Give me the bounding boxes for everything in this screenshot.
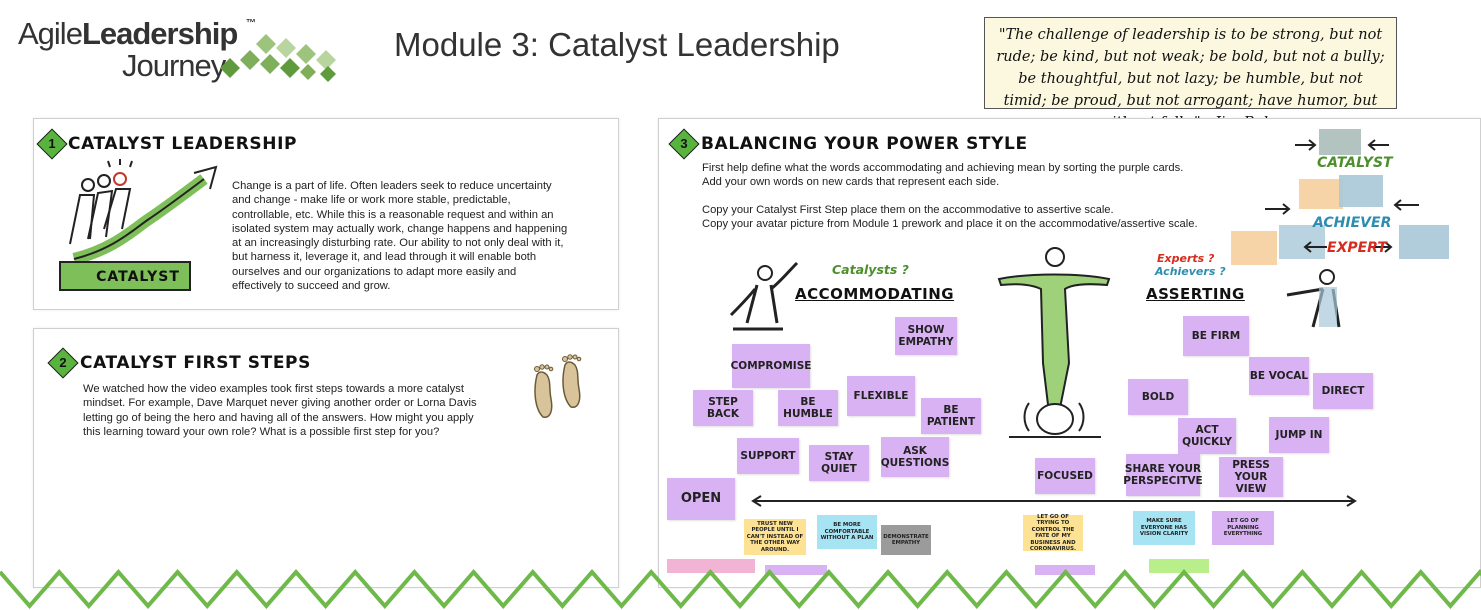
logo-agile: Agile [18,16,83,51]
note-vision-clarity[interactable]: MAKE SURE EVERYONE HAS VISION CLARITY [1133,511,1195,545]
card-act-quickly[interactable]: ACT QUICKLY [1178,418,1236,454]
experts-question-label: Experts ? [1157,252,1215,265]
logo-journey: Journey [122,48,226,83]
card-be-humble[interactable]: BE HUMBLE [778,390,838,426]
catalysts-question-label: Catalysts ? [832,262,909,277]
section-heading-catalyst-first-steps: CATALYST FIRST STEPS [80,353,311,373]
card-show-empathy[interactable]: SHOW EMPATHY [895,317,957,355]
accommodating-assertive-scale [751,495,1357,507]
jim-rohn-quote: "The challenge of leadership is to be st… [996,27,1385,131]
section-number-badge-1: 1 [36,128,68,160]
card-bold[interactable]: BOLD [1128,379,1188,415]
card-ask-questions[interactable]: ASK QUESTIONS [881,437,949,477]
card-press-your-view[interactable]: PRESS YOUR VIEW [1219,457,1283,497]
catalyst-leadership-description: Change is a part of life. Often leaders … [232,180,568,293]
footprints-icon [534,354,582,418]
note-partial-pink[interactable] [667,559,755,573]
card-be-firm[interactable]: BE FIRM [1183,316,1249,356]
green-zigzag-border [0,568,1481,610]
card-focused[interactable]: FOCUSED [1035,458,1095,494]
catalyst-illustration-label: CATALYST [96,269,180,285]
logo-diamonds-icon [220,34,336,82]
instruction-add-words: Add your own words on new cards that rep… [702,176,1000,188]
section-heading-catalyst-leadership: CATALYST LEADERSHIP [68,134,298,154]
card-open[interactable]: OPEN [667,478,735,520]
instruction-copy-avatar: Copy your avatar picture from Module 1 p… [702,218,1198,230]
logo-trademark: ™ [246,18,256,29]
section-heading-balancing-power-style: BALANCING YOUR POWER STYLE [701,134,1028,154]
note-let-go-control[interactable]: LET GO OF TRYING TO CONTROL THE FATE OF … [1023,514,1083,552]
section-number-badge-2: 2 [47,347,79,379]
catalyst-first-steps-panel: 2 CATALYST FIRST STEPS We watched how th… [33,328,619,588]
note-comfortable-without-plan[interactable]: BE MORE COMFORTABLE WITHOUT A PLAN [817,515,877,549]
accommodating-label: ACCOMMODATING [795,285,955,303]
card-stay-quiet[interactable]: STAY QUIET [809,445,869,481]
legend-achiever-label: ACHIEVER [1313,215,1392,231]
agile-leadership-journey-logo: AgileLeadership ™ Journey [18,14,336,84]
note-trust-new-people[interactable]: TRUST NEW PEOPLE UNTIL I CAN'T INSTEAD O… [744,519,806,555]
instruction-copy-first-step: Copy your Catalyst First Step place them… [702,204,1114,216]
legend-catalyst-label: CATALYST [1317,155,1393,171]
note-partial-purple[interactable] [765,565,827,575]
legend-expert-label: EXPERT [1327,240,1387,256]
achievers-question-label: Achievers ? [1155,265,1226,278]
card-jump-in[interactable]: JUMP IN [1269,417,1329,453]
card-compromise[interactable]: COMPROMISE [731,344,811,388]
style-legend-sketch [1231,129,1449,265]
module-title: Module 3: Catalyst Leadership [394,26,840,63]
balance-figure-icon [997,247,1111,438]
quote-box: "The challenge of leadership is to be st… [984,17,1397,131]
note-demonstrate-empathy[interactable]: DEMONSTRATE EMPATHY [881,525,931,555]
catalyst-leadership-panel: 1 CATALYST LEADERSHIP CATALYST Change is… [33,118,619,310]
asserting-figure-icon [1286,269,1341,328]
catalyst-growth-illustration [59,159,218,291]
note-let-go-planning[interactable]: LET GO OF PLANNING EVERYTHING [1212,511,1274,545]
card-be-vocal[interactable]: BE VOCAL [1249,357,1309,395]
card-flexible[interactable]: FLEXIBLE [847,376,915,416]
section-number-badge-3: 3 [668,128,700,160]
card-share-perspective[interactable]: SHARE YOUR PERSPECITVE [1123,454,1203,496]
instruction-sort-cards: First help define what the words accommo… [702,162,1184,174]
card-direct[interactable]: DIRECT [1313,373,1373,409]
logo-leadership: Leadership [81,16,238,51]
note-partial-green[interactable] [1149,559,1209,573]
balancing-power-style-panel: 3 BALANCING YOUR POWER STYLE First help … [658,118,1481,588]
card-support[interactable]: SUPPORT [737,438,799,474]
card-step-back[interactable]: STEP BACK [693,390,753,426]
accommodating-figure-icon [729,261,799,331]
catalyst-first-steps-description: We watched how the video examples took f… [83,383,477,438]
asserting-label: ASSERTING [1146,285,1245,303]
card-be-patient[interactable]: BE PATIENT [921,398,981,434]
